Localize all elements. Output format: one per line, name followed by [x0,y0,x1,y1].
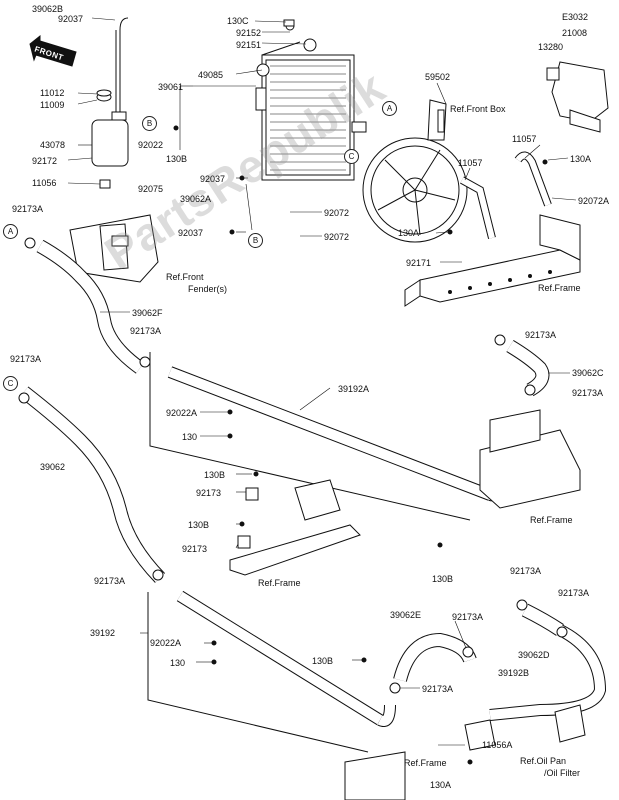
part-label[interactable]: 130A [398,228,420,238]
part-label[interactable]: 43078 [40,140,66,150]
ref-oil-pan: Ref.Oil Pan [520,756,567,766]
frame-middle [479,409,581,509]
part-label[interactable]: 39192B [498,668,530,678]
part-label[interactable]: 92022A [150,638,182,648]
part-label[interactable]: 130B [166,154,188,164]
ref-oil-filter: /Oil Filter [544,768,580,778]
part-label[interactable]: 39061 [158,82,184,92]
part-label[interactable]: 92037 [200,174,226,184]
reservoir-tank [91,17,129,189]
callout-a[interactable]: A [3,224,18,239]
ref-frame: Ref.Frame [258,578,301,588]
part-label[interactable]: 11012 [40,88,65,98]
part-label[interactable]: 11009 [40,100,65,110]
part-label[interactable]: 39062C [572,368,604,378]
part-label[interactable]: 130C [227,16,249,26]
ref-frame: Ref.Frame [530,515,573,525]
part-label[interactable]: 92022A [166,408,198,418]
part-label[interactable]: 92173A [572,388,604,398]
part-label[interactable]: 92173 [196,488,222,498]
part-label[interactable]: 92173A [525,330,557,340]
part-label[interactable]: 11056A [482,740,513,750]
part-label[interactable]: 92075 [138,184,164,194]
part-label[interactable]: 39192A [338,384,370,394]
front-box [546,61,609,133]
part-label[interactable]: 11057 [458,158,483,168]
part-label[interactable]: 92173A [510,566,542,576]
part-label[interactable]: 92173A [422,684,454,694]
part-label[interactable]: 92072 [324,208,350,218]
part-label[interactable]: 92022 [138,140,164,150]
part-label[interactable]: 92037 [58,14,84,24]
part-label[interactable]: 92173A [94,576,126,586]
part-label[interactable]: 49085 [198,70,224,80]
part-label[interactable]: 92072A [578,196,610,206]
ref-front-box: Ref.Front Box [450,104,506,114]
callout-c[interactable]: C [344,149,359,164]
front-arrow-icon [29,34,77,67]
part-label[interactable]: 130A [430,780,452,790]
frame-lower [229,479,361,576]
part-label[interactable]: 92072 [324,232,350,242]
part-label[interactable]: 13280 [538,42,564,52]
part-label[interactable]: 11057 [512,134,537,144]
part-label[interactable]: 92173A [130,326,162,336]
part-label[interactable]: 92173A [558,588,590,598]
part-label[interactable]: 39192 [90,628,116,638]
ref-front-fender: Ref.Front [166,272,204,282]
ref-frame: Ref.Frame [538,283,581,293]
ref-front-fender: Fender(s) [188,284,228,294]
part-label[interactable]: 130B [188,520,210,530]
fender-bracket [69,214,159,283]
callout-b[interactable]: B [248,233,263,248]
part-label[interactable]: 92037 [178,228,204,238]
callout-c[interactable]: C [3,376,18,391]
callout-a[interactable]: A [382,101,397,116]
part-label[interactable]: 92172 [32,156,58,166]
part-label[interactable]: 130B [432,574,454,584]
part-label[interactable]: 92171 [406,258,432,268]
part-label[interactable]: 130A [570,154,592,164]
part-label[interactable]: 39062B [32,4,64,14]
part-label[interactable]: 130 [182,432,198,442]
ref-frame: Ref.Frame [404,758,447,768]
part-label[interactable]: 92173 [182,544,208,554]
part-label[interactable]: 11056 [32,178,57,188]
part-label[interactable]: 39062F [132,308,163,318]
part-label[interactable]: 130B [312,656,334,666]
part-label[interactable]: 92151 [236,40,262,50]
frame-upper [404,214,581,307]
part-label[interactable]: 92173A [452,612,484,622]
part-label[interactable]: 39062E [390,610,422,620]
diagram-code: E3032 [562,12,589,22]
part-label[interactable]: 130B [204,470,226,480]
part-label[interactable]: 92173A [10,354,42,364]
part-label[interactable]: 39062 [40,462,66,472]
part-label[interactable]: 39062D [518,650,550,660]
part-label[interactable]: 21008 [562,28,588,38]
part-label[interactable]: 92173A [12,204,44,214]
part-label[interactable]: 92152 [236,28,262,38]
part-label[interactable]: 59502 [425,72,451,82]
cooling-fan [362,99,468,243]
callout-b[interactable]: B [142,116,157,131]
part-label[interactable]: 39062A [180,194,212,204]
part-label[interactable]: 130 [170,658,186,668]
